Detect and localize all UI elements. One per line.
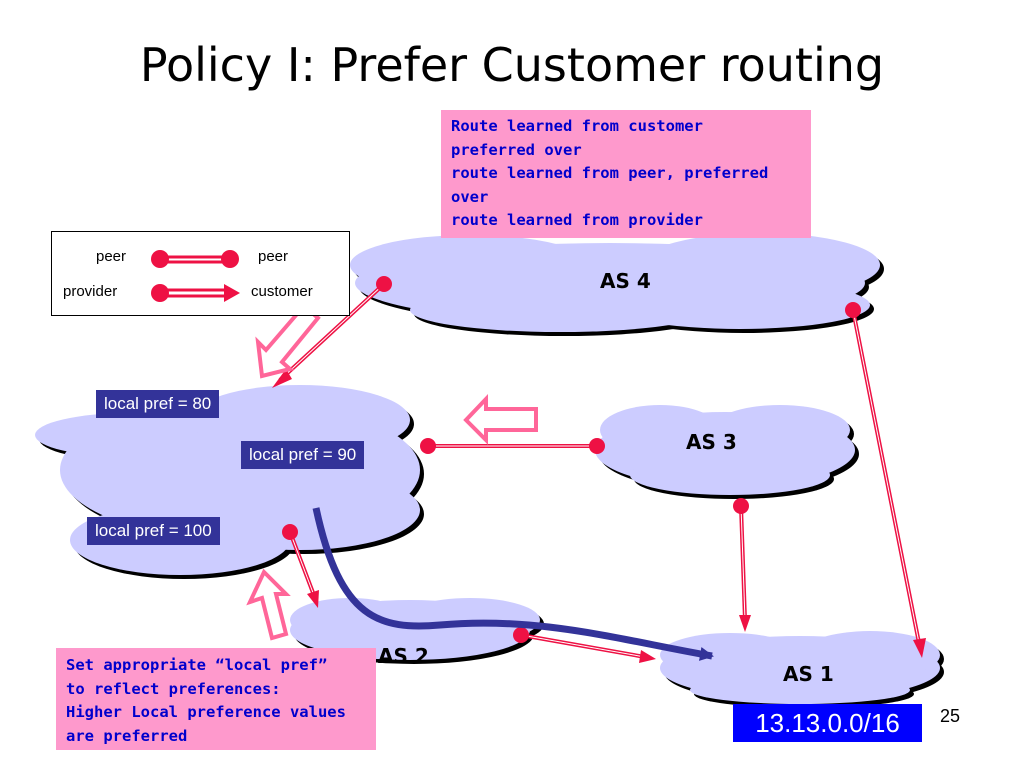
policy-note-line: route learned from peer, preferred (451, 164, 769, 182)
local-pref-100-label: local pref = 100 (87, 517, 220, 545)
as3-label: AS 3 (686, 430, 737, 454)
hollow-arrow-provider (255, 303, 321, 379)
legend: peer peer provider customer (51, 231, 350, 316)
legend-peer-right: peer (258, 248, 289, 265)
policy-note-line: over (451, 187, 489, 206)
slide-number: 25 (940, 706, 961, 726)
local-as-cloud (35, 385, 424, 579)
local-pref-90-label: local pref = 90 (241, 441, 365, 469)
legend-customer: customer (251, 283, 313, 300)
as3-cloud (595, 405, 859, 499)
policy-note-line: preferred over (451, 140, 582, 159)
link-as2-to-as1 (513, 627, 656, 663)
local-pref-note-line: to reflect preferences: (66, 679, 281, 698)
legend-provider-customer-symbol (151, 284, 240, 302)
as1-cloud (660, 631, 944, 708)
local-pref-80-label: local pref = 80 (96, 390, 220, 418)
link-as4-to-local (272, 276, 392, 388)
link-as3-to-as1 (733, 498, 751, 632)
as4-cloud (350, 233, 884, 336)
local-pref-note-line: Higher Local preference values (66, 703, 346, 721)
local-pref-note-line: Set appropriate “local pref” (66, 656, 328, 674)
hollow-arrow-peer (463, 394, 538, 445)
slide-title: Policy I: Prefer Customer routing (139, 38, 885, 92)
legend-provider: provider (63, 283, 118, 300)
link-local-to-as2 (282, 524, 319, 608)
link-as4-to-as1 (845, 302, 926, 658)
local-pref-note: Set appropriate “local pref” to reflect … (56, 648, 376, 750)
legend-peer-symbol (151, 250, 239, 268)
local-pref-note-line: are preferred (66, 726, 188, 745)
as1-label: AS 1 (783, 662, 834, 686)
link-local-as3-peer (420, 438, 605, 454)
policy-note-line: route learned from provider (451, 211, 703, 229)
as4-label: AS 4 (600, 269, 651, 293)
as2-label: AS 2 (378, 644, 429, 668)
policy-note-line: Route learned from customer (451, 117, 703, 135)
legend-peer-left: peer (96, 248, 127, 265)
prefix-label: 13.13.0.0/16 (733, 704, 922, 742)
hollow-arrow-customer (246, 568, 291, 641)
selected-route-path (312, 507, 714, 661)
policy-note: Route learned from customer preferred ov… (441, 110, 811, 238)
